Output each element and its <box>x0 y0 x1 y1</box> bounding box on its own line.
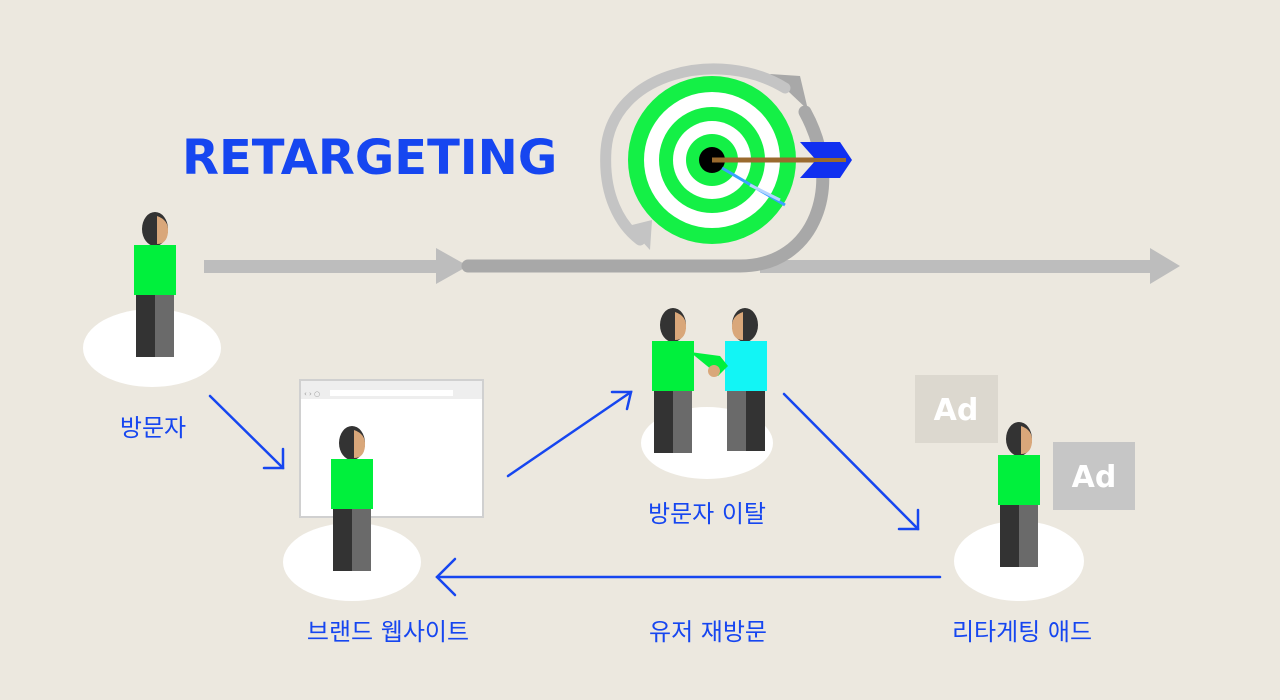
arrow-revisit <box>435 557 942 597</box>
browser-window-icon: ‹ › ○ <box>299 379 484 518</box>
page-title: RETARGETING <box>182 130 558 186</box>
revisit-label: 유저 재방문 <box>648 618 768 646</box>
retargeting-loop <box>461 63 830 273</box>
arrow-bounce-to-ad <box>782 392 920 531</box>
bounce-person-green <box>652 308 694 453</box>
flow-arrow-gray <box>204 248 1180 284</box>
svg-text:‹ › ○: ‹ › ○ <box>304 390 320 398</box>
handshake <box>690 352 728 377</box>
arrow-website-to-bounce <box>506 390 633 478</box>
dart-arrow-icon <box>712 142 852 178</box>
arrow-visitor-to-website <box>208 394 285 470</box>
svg-text:Ad: Ad <box>1072 460 1117 495</box>
ad-box-1: Ad <box>915 375 998 443</box>
visitor-person <box>134 212 176 357</box>
visitor-label: 방문자 <box>119 414 187 442</box>
retargeting-ad-label: 리타게팅 애드 <box>951 618 1093 646</box>
ad-person <box>998 422 1040 567</box>
svg-text:Ad: Ad <box>934 393 979 428</box>
visitor-bounce-label: 방문자 이탈 <box>647 500 767 528</box>
flow-arrows-blue <box>208 390 942 597</box>
ad-box-2: Ad <box>1053 442 1135 510</box>
bounce-person-cyan <box>725 308 767 451</box>
brand-website-label: 브랜드 웹사이트 <box>306 618 470 646</box>
